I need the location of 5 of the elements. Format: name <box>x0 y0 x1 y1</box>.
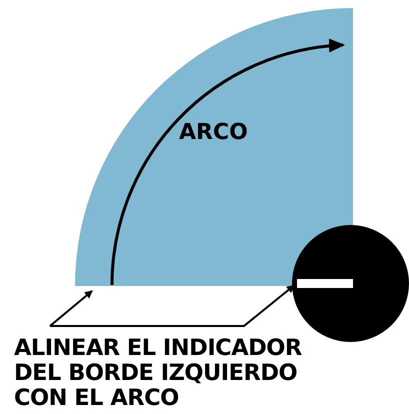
instruction-text: ALINEAR EL INDICADOR DEL BORDE IZQUIERDO CON EL ARCO <box>14 336 303 411</box>
leader-line <box>49 290 93 327</box>
indicator-bar <box>297 279 353 288</box>
arc-label: ARCO <box>179 120 248 145</box>
leader-line <box>50 284 295 327</box>
